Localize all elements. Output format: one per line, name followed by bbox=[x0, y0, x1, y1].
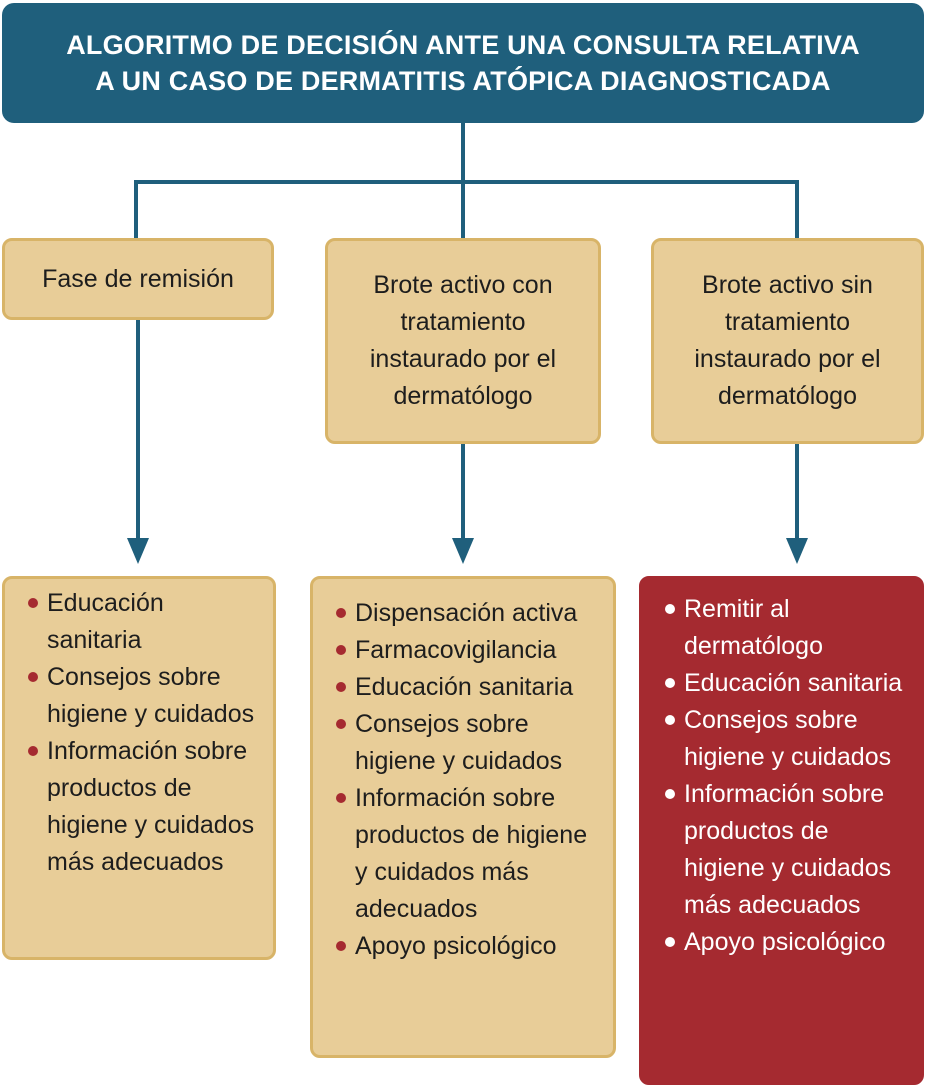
list-item: Dispensación activa bbox=[333, 595, 603, 632]
phase-box-active-without-treatment: Brote activo sin tratamiento instaurado … bbox=[651, 238, 924, 444]
title-line-2: A UN CASO DE DERMATITIS ATÓPICA DIAGNOST… bbox=[95, 66, 831, 96]
list-item-text: Información sobre productos de higiene y… bbox=[355, 784, 588, 923]
bullet-icon bbox=[28, 672, 38, 682]
list-item: Información sobre productos de higiene y… bbox=[662, 776, 911, 924]
list-item-text: Información sobre productos de higiene y… bbox=[684, 780, 892, 919]
bullet-icon bbox=[336, 719, 346, 729]
list-item-text: Consejos sobre higiene y cuidados bbox=[355, 710, 563, 775]
list-item: Remitir al dermatólogo bbox=[662, 591, 911, 665]
phase-box-active-with-treatment: Brote activo con tratamiento instaurado … bbox=[325, 238, 601, 444]
phase-label-active-with-treatment: Brote activo con tratamiento instaurado … bbox=[369, 271, 557, 410]
actions-box-active-with-treatment: Dispensación activa Farmacovigilancia Ed… bbox=[310, 576, 616, 1058]
title-line-1: ALGORITMO DE DECISIÓN ANTE UNA CONSULTA … bbox=[66, 30, 860, 60]
actions-list-active-without-treatment: Remitir al dermatólogo Educación sanitar… bbox=[662, 591, 911, 961]
bullet-icon bbox=[336, 941, 346, 951]
arrowhead-center bbox=[452, 538, 474, 564]
bullet-icon bbox=[665, 715, 675, 725]
list-item-text: Información sobre productos de higiene y… bbox=[47, 737, 255, 876]
list-item-text: Apoyo psicológico bbox=[684, 928, 886, 956]
list-item-text: Educación sanitaria bbox=[47, 589, 164, 654]
list-item-text: Farmacovigilancia bbox=[355, 636, 557, 664]
list-item-text: Remitir al dermatólogo bbox=[684, 595, 823, 660]
actions-box-remission: Educación sanitaria Consejos sobre higie… bbox=[2, 576, 276, 960]
bullet-icon bbox=[28, 746, 38, 756]
list-item: Educación sanitaria bbox=[662, 665, 911, 702]
diagram-title: ALGORITMO DE DECISIÓN ANTE UNA CONSULTA … bbox=[2, 3, 924, 123]
bullet-icon bbox=[28, 598, 38, 608]
list-item-text: Consejos sobre higiene y cuidados bbox=[47, 663, 255, 728]
list-item: Consejos sobre higiene y cuidados bbox=[25, 659, 263, 733]
list-item-text: Apoyo psicológico bbox=[355, 932, 557, 960]
bullet-icon bbox=[665, 789, 675, 799]
bullet-icon bbox=[336, 645, 346, 655]
bullet-icon bbox=[336, 793, 346, 803]
list-item-text: Consejos sobre higiene y cuidados bbox=[684, 706, 892, 771]
list-item: Educación sanitaria bbox=[333, 669, 603, 706]
list-item: Consejos sobre higiene y cuidados bbox=[333, 706, 603, 780]
list-item: Consejos sobre higiene y cuidados bbox=[662, 702, 911, 776]
bullet-icon bbox=[665, 937, 675, 947]
phase-label-remission: Fase de remisión bbox=[42, 264, 234, 293]
list-item: Apoyo psicológico bbox=[662, 924, 911, 961]
phase-box-remission: Fase de remisión bbox=[2, 238, 274, 320]
actions-list-remission: Educación sanitaria Consejos sobre higie… bbox=[25, 585, 263, 881]
arrowhead-right bbox=[786, 538, 808, 564]
list-item: Información sobre productos de higiene y… bbox=[333, 780, 603, 928]
actions-list-active-with-treatment: Dispensación activa Farmacovigilancia Ed… bbox=[333, 595, 603, 965]
list-item: Educación sanitaria bbox=[25, 585, 263, 659]
actions-box-active-without-treatment: Remitir al dermatólogo Educación sanitar… bbox=[639, 576, 924, 1085]
list-item: Apoyo psicológico bbox=[333, 928, 603, 965]
bullet-icon bbox=[665, 604, 675, 614]
bullet-icon bbox=[665, 678, 675, 688]
bullet-icon bbox=[336, 608, 346, 618]
bullet-icon bbox=[336, 682, 346, 692]
list-item-text: Dispensación activa bbox=[355, 599, 578, 627]
list-item: Farmacovigilancia bbox=[333, 632, 603, 669]
list-item-text: Educación sanitaria bbox=[355, 673, 574, 701]
arrowhead-left bbox=[127, 538, 149, 564]
list-item: Información sobre productos de higiene y… bbox=[25, 733, 263, 881]
list-item-text: Educación sanitaria bbox=[684, 669, 903, 697]
phase-label-active-without-treatment: Brote activo sin tratamiento instaurado … bbox=[694, 271, 881, 410]
